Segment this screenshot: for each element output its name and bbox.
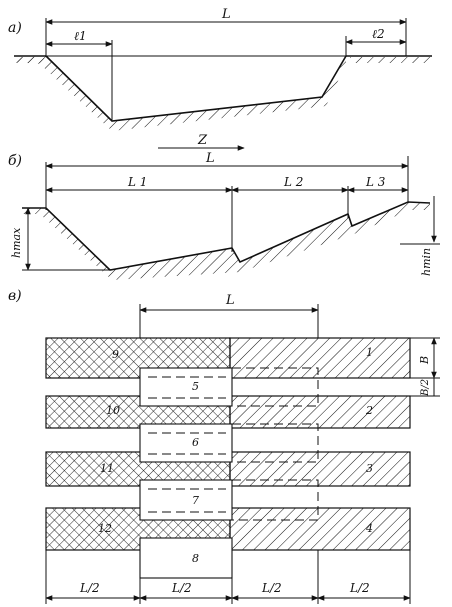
dim-B-label: B <box>418 356 431 365</box>
panel-a: а) L ℓ1 ℓ2 <box>8 7 432 131</box>
dim-l2-label: ℓ2 <box>372 27 385 41</box>
dash-contour-3 <box>232 479 319 521</box>
strip-number-7: 7 <box>192 494 199 507</box>
panel-a-label: а) <box>8 20 22 36</box>
dash-contour-1 <box>232 367 319 407</box>
strip-number-1: 1 <box>366 346 373 359</box>
direction-arrow-label: Z <box>197 133 208 148</box>
strip-number-4: 4 <box>365 522 373 535</box>
strip-number-8: 8 <box>192 552 199 565</box>
panel-c: в) L 1 2 3 <box>8 288 440 604</box>
dim-bottom-4-label: L/2 <box>349 581 370 595</box>
direction-arrow: Z <box>158 133 245 151</box>
dim-L2-label: L 2 <box>283 175 303 189</box>
strip-number-12: 12 <box>98 522 112 535</box>
block-7 <box>139 479 233 521</box>
panel-b: б) L L 1 L 2 L 3 hmax hmin <box>8 151 440 280</box>
soil-hatch-a <box>14 56 346 131</box>
block-6 <box>139 423 233 463</box>
soil-hatch-b <box>22 202 430 280</box>
ground-hatch-right-a <box>350 57 432 63</box>
strip-3-hatch <box>229 451 411 487</box>
panel-c-label: в) <box>8 288 22 304</box>
dim-bottom-2-label: L/2 <box>171 581 192 595</box>
channel-profile-b <box>22 201 431 271</box>
dim-bottom-1-label: L/2 <box>79 581 100 595</box>
strip-number-3: 3 <box>366 462 373 475</box>
dim-hmax-label: hmax <box>10 227 23 258</box>
dim-l1-label: ℓ1 <box>74 29 87 43</box>
panel-b-label: б) <box>8 153 22 169</box>
strip-2-hatch <box>229 395 411 429</box>
block-5 <box>139 367 233 407</box>
strip-number-5: 5 <box>192 380 199 393</box>
strip-number-2: 2 <box>365 404 373 417</box>
strip-1-hatch <box>229 337 411 379</box>
block-8 <box>139 537 233 579</box>
dim-hmin-label: hmin <box>420 248 433 276</box>
dim-L1-label: L 1 <box>127 175 147 189</box>
dim-bottom-3-label: L/2 <box>261 581 282 595</box>
dim-L-a-label: L <box>221 7 231 22</box>
strip-number-9: 9 <box>112 348 119 361</box>
strip-4-hatch <box>229 507 411 551</box>
strip-number-10: 10 <box>106 404 120 417</box>
trench-profile-a <box>45 55 347 122</box>
dim-L3-label: L 3 <box>365 175 386 189</box>
ground-hatch-left-a <box>14 57 44 63</box>
dim-B2-label: B/2 <box>420 379 431 397</box>
dim-L-c-label: L <box>225 293 235 308</box>
dim-L-b-label: L <box>205 151 215 166</box>
dash-contour-2 <box>232 423 319 463</box>
strip-number-6: 6 <box>192 436 199 449</box>
strip-number-11: 11 <box>100 462 114 475</box>
